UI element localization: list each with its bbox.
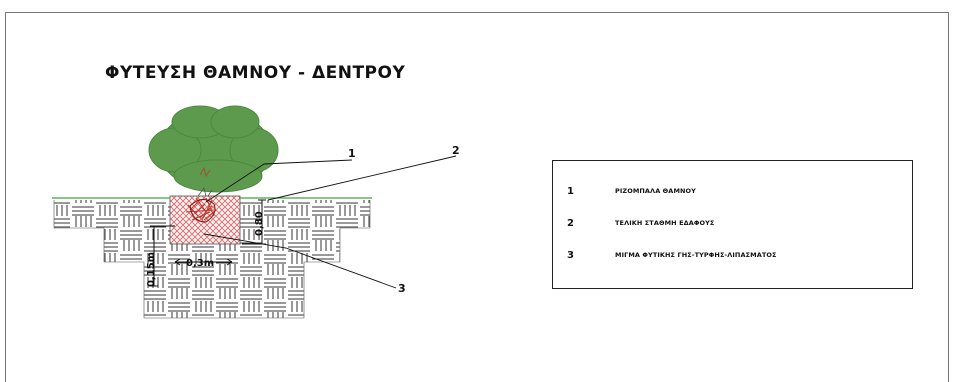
tree-foliage: [148, 105, 279, 193]
planting-pit-mix: [169, 195, 241, 245]
legend-item-soil-mix: 3 ΜΙΓΜΑ ΦΥΤΙΚΗΣ ΓΗΣ-ΤΥΡΦΗΣ-ΛΙΠΑΣΜΑΤΟΣ: [553, 250, 912, 264]
legend-number: 2: [567, 218, 574, 229]
callout-2: 2: [452, 144, 460, 157]
legend-item-rootball: 1 ΡΙΖΟΜΠΑΛΑ ΘΑΜΝΟΥ: [553, 186, 912, 200]
callout-3: 3: [398, 282, 406, 295]
callout-1: 1: [348, 147, 356, 160]
drawing-frame: [5, 12, 949, 382]
legend-number: 3: [567, 250, 574, 261]
dimension-width-label: 0,3m: [186, 258, 214, 269]
legend-number: 1: [567, 186, 574, 197]
dimension-height-label: 0,80: [254, 211, 265, 236]
legend-label: ΤΕΛΙΚΗ ΣΤΑΘΜΗ ΕΔΑΦΟΥΣ: [615, 219, 715, 227]
legend-item-ground-level: 2 ΤΕΛΙΚΗ ΣΤΑΘΜΗ ΕΔΑΦΟΥΣ: [553, 218, 912, 232]
drawing-title: ΦΥΤΕΥΣΗ ΘΑΜΝΟΥ - ΔΕΝΤΡΟΥ: [105, 63, 406, 83]
tree-branches: [199, 166, 211, 178]
leader-lines: [203, 155, 457, 289]
legend-box: 1 ΡΙΖΟΜΠΑΛΑ ΘΑΜΝΟΥ 2 ΤΕΛΙΚΗ ΣΤΑΘΜΗ ΕΔΑΦΟ…: [552, 160, 913, 289]
dimension-depth-label: 0,15m: [146, 252, 157, 287]
dimension-lines: [150, 199, 266, 287]
root-ball: [185, 187, 217, 223]
legend-label: ΡΙΖΟΜΠΑΛΑ ΘΑΜΝΟΥ: [615, 187, 696, 195]
legend-label: ΜΙΓΜΑ ΦΥΤΙΚΗΣ ΓΗΣ-ΤΥΡΦΗΣ-ΛΙΠΑΣΜΑΤΟΣ: [615, 251, 777, 259]
